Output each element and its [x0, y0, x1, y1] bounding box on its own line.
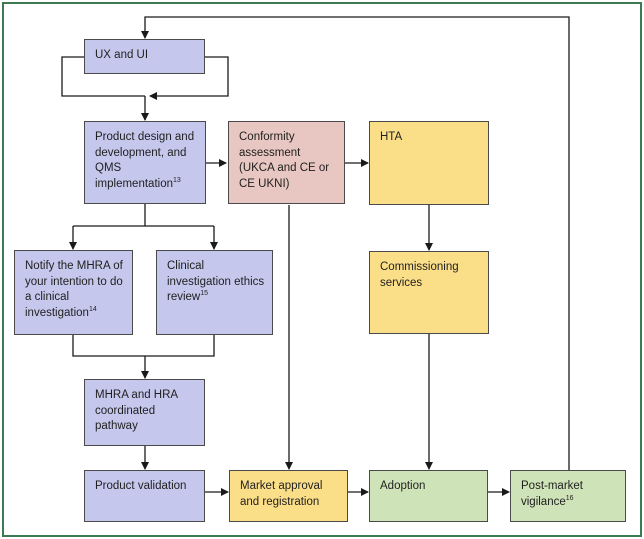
node-ux-ui-label: UX and UI: [95, 49, 149, 61]
node-clinical-ethics: Clinical investigation ethics review15: [156, 250, 273, 335]
loop-ux-left: [61, 56, 145, 97]
node-notify-mhra-label: Notify the MHRA of your intention to do …: [25, 260, 123, 319]
node-adoption: Adoption: [369, 470, 488, 522]
node-product-design-ref: 13: [172, 176, 181, 184]
node-notify-mhra-ref: 14: [88, 305, 97, 313]
node-product-design: Product design and development, and QMS …: [84, 121, 206, 204]
arrow-merge: [72, 335, 215, 357]
node-mhra-hra-pathway: MHRA and HRA coordinated pathway: [84, 379, 205, 446]
node-post-market-ref: 16: [565, 494, 574, 502]
node-hta-label: HTA: [380, 131, 403, 143]
node-commissioning-label: Commissioning services: [380, 261, 459, 289]
arrow-postmarket-to-ux: [141, 16, 570, 470]
node-product-validation: Product validation: [84, 470, 205, 522]
node-post-market-vigilance: Post-market vigilance16: [510, 470, 626, 522]
arrow-design-split: [73, 204, 214, 227]
node-post-market-label: Post-market vigilance: [521, 480, 583, 508]
node-notify-mhra: Notify the MHRA of your intention to do …: [14, 250, 133, 335]
node-adoption-label: Adoption: [380, 480, 426, 492]
node-market-approval-label: Market approval and registration: [240, 480, 323, 508]
node-product-validation-label: Product validation: [95, 480, 187, 492]
node-hta: HTA: [369, 121, 489, 205]
node-market-approval: Market approval and registration: [229, 470, 348, 522]
node-mhra-hra-label: MHRA and HRA coordinated pathway: [95, 389, 178, 432]
node-clinical-ethics-ref: 15: [200, 290, 209, 298]
node-product-design-label: Product design and development, and QMS …: [95, 131, 195, 190]
loop-ux-right: [149, 56, 229, 100]
node-conformity-label: Conformity assessment (UKCA and CE or CE…: [239, 131, 330, 190]
node-clinical-ethics-label: Clinical investigation ethics review: [167, 260, 265, 303]
node-commissioning-services: Commissioning services: [369, 251, 489, 334]
node-conformity-assessment: Conformity assessment (UKCA and CE or CE…: [228, 121, 345, 204]
node-ux-ui: UX and UI: [84, 39, 205, 74]
